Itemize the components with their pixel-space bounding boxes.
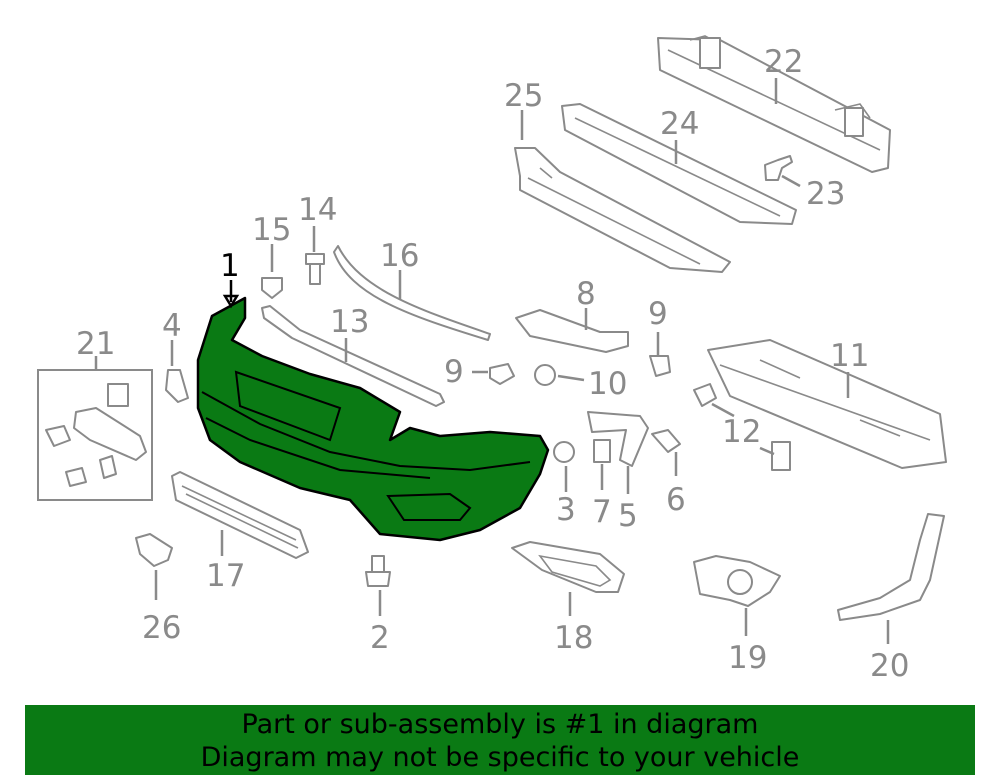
part-25-lower-absorber[interactable] — [514, 147, 731, 273]
part-17-lower-grille[interactable] — [171, 471, 309, 559]
callout-15[interactable]: 15 — [252, 212, 291, 248]
callout-12[interactable]: 12 — [722, 414, 761, 450]
part-21-kit[interactable] — [37, 369, 153, 501]
callout-7[interactable]: 7 — [592, 494, 612, 530]
part-13-bracket-strip[interactable] — [261, 305, 445, 407]
part-6-bolt[interactable] — [651, 429, 681, 453]
part-24-energy-absorber[interactable] — [561, 103, 797, 225]
part-26-clip[interactable] — [135, 533, 173, 567]
leader-lines — [94, 78, 890, 644]
part-18-fog-bezel[interactable] — [511, 541, 625, 593]
callout-16[interactable]: 16 — [380, 238, 419, 274]
callout-10[interactable]: 10 — [588, 366, 627, 402]
callout-26[interactable]: 26 — [142, 610, 181, 646]
part-14-bolt[interactable] — [305, 253, 325, 285]
parts-diagram: 1 2 3 4 5 6 7 8 9 9 10 11 12 13 14 15 16… — [37, 35, 947, 684]
part-15-clip[interactable] — [261, 277, 283, 299]
part-23-bolt[interactable] — [764, 155, 793, 181]
part-1-bumper-cover[interactable] — [196, 296, 550, 542]
part-11-undercover[interactable] — [707, 339, 947, 469]
callout-8[interactable]: 8 — [576, 276, 596, 312]
callout-13[interactable]: 13 — [330, 304, 369, 340]
part-16-molding[interactable] — [333, 245, 491, 341]
part-22-reinforcement-bar[interactable] — [657, 35, 891, 173]
callout-4[interactable]: 4 — [162, 308, 182, 344]
part-3-clip[interactable] — [553, 441, 575, 463]
part-5-side-bracket[interactable] — [587, 411, 649, 467]
callout-25[interactable]: 25 — [504, 78, 543, 114]
part-8-bracket[interactable] — [515, 309, 629, 353]
callout-3[interactable]: 3 — [556, 492, 576, 528]
banner-line-1: Part or sub-assembly is #1 in diagram — [241, 709, 759, 740]
callout-20[interactable]: 20 — [870, 648, 909, 684]
part-19-fog-bracket[interactable] — [693, 555, 781, 607]
callout-9-left[interactable]: 9 — [444, 354, 464, 390]
info-banner: Part or sub-assembly is #1 in diagram Di… — [25, 705, 975, 775]
callout-1[interactable]: 1 — [220, 248, 240, 284]
callout-22[interactable]: 22 — [764, 44, 803, 80]
part-2-bolt[interactable] — [365, 555, 391, 587]
callout-5[interactable]: 5 — [618, 498, 638, 534]
callout-11[interactable]: 11 — [830, 338, 869, 374]
callout-2[interactable]: 2 — [370, 620, 390, 656]
part-9-bolt-left[interactable] — [489, 363, 515, 385]
part-7-bolt[interactable] — [593, 439, 611, 463]
part-4-bracket[interactable] — [165, 369, 189, 403]
callout-19[interactable]: 19 — [728, 640, 767, 676]
callout-24[interactable]: 24 — [660, 106, 699, 142]
part-12-bolt[interactable] — [693, 383, 791, 471]
callout-17[interactable]: 17 — [206, 558, 245, 594]
callout-14[interactable]: 14 — [298, 192, 337, 228]
part-10-nut[interactable] — [534, 364, 556, 386]
part-9-bolt-right[interactable] — [649, 355, 671, 377]
callout-21[interactable]: 21 — [76, 326, 115, 362]
callout-6[interactable]: 6 — [666, 482, 686, 518]
banner-line-2: Diagram may not be specific to your vehi… — [200, 742, 800, 773]
callout-23[interactable]: 23 — [806, 176, 845, 212]
callout-9-right[interactable]: 9 — [648, 296, 668, 332]
callout-18[interactable]: 18 — [554, 620, 593, 656]
callout-labels: 1 2 3 4 5 6 7 8 9 9 10 11 12 13 14 15 16… — [76, 44, 909, 684]
part-20-side-support[interactable] — [837, 513, 945, 621]
